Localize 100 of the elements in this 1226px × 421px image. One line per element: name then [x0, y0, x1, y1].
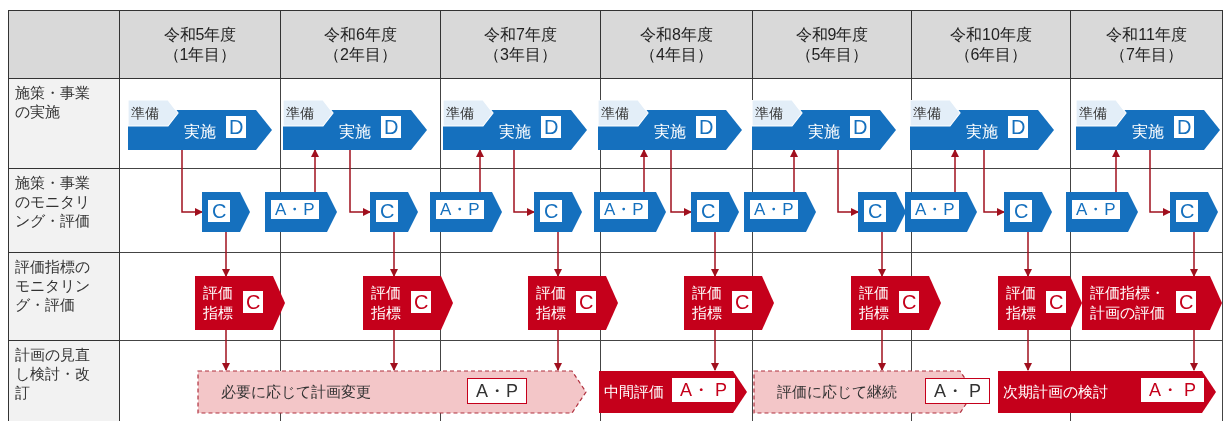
arrow [711, 329, 719, 371]
check-step [1170, 192, 1218, 232]
arrow [1149, 149, 1171, 216]
check-step [534, 192, 582, 232]
arrow [390, 231, 398, 277]
indicator-step [851, 276, 941, 330]
letter-badge: C [732, 291, 753, 313]
step-label: 中間評価 [604, 384, 664, 399]
column-header: 令和8年度（4年目） [600, 10, 753, 79]
implementation-step [443, 100, 587, 150]
implementation-step [598, 100, 742, 150]
arrow [640, 149, 648, 193]
letter-badge: C [376, 200, 399, 222]
letter-badge: D [1174, 116, 1195, 138]
arrow [554, 329, 562, 371]
letter-badge: A・ P [1141, 378, 1204, 402]
column-header: 令和7年度（3年目） [440, 10, 601, 79]
step-label: 実施 [339, 124, 371, 140]
step-label: 評価指標・計画の評価 [1090, 283, 1166, 323]
arrow [878, 231, 886, 277]
arrow [222, 329, 230, 371]
arrow [390, 329, 398, 371]
implementation-step [752, 100, 896, 150]
step-label: 次期計画の検討 [1003, 384, 1108, 399]
step-label: 実施 [184, 124, 216, 140]
indicator-step [528, 276, 618, 330]
arrow [181, 149, 203, 216]
implementation-step [910, 100, 1054, 150]
arrow [951, 149, 959, 193]
step-label: 実施 [499, 124, 531, 140]
step-label: 実施 [654, 124, 686, 140]
step-label: 準備 [131, 106, 159, 120]
step-label: 準備 [913, 106, 941, 120]
arrow [1190, 329, 1198, 371]
dashed-plan-step [197, 370, 587, 414]
letter-badge: A・P [436, 200, 484, 219]
arrow [554, 231, 562, 277]
arrow [1024, 329, 1032, 371]
arrow [878, 329, 886, 371]
column-header: 令和10年度（6年目） [911, 10, 1071, 79]
letter-badge: C [208, 200, 231, 222]
column-header: 令和5年度（1年目） [119, 10, 281, 79]
arrow [670, 149, 692, 216]
arrow [222, 231, 230, 277]
letter-badge: D [850, 116, 871, 138]
dashed-plan-step [753, 370, 990, 414]
letter-badge: D [696, 116, 717, 138]
implementation-step [1076, 100, 1220, 150]
letter-badge: A・ P [672, 378, 735, 402]
step-label: 評価指標 [203, 283, 234, 323]
arrow [1024, 231, 1032, 277]
action-plan-step [1066, 192, 1138, 232]
action-plan-step [594, 192, 666, 232]
letter-badge: A・ P [925, 378, 990, 404]
column-header: 令和6年度（2年目） [280, 10, 441, 79]
letter-badge: A・P [600, 200, 648, 219]
letter-badge: D [1008, 116, 1029, 138]
row-header: 施策・事業のモニタリング・評価 [8, 168, 120, 253]
arrow [476, 149, 484, 193]
row-header: 評価指標のモニタリング・評価 [8, 252, 120, 341]
action-plan-step [744, 192, 816, 232]
arrow [711, 231, 719, 277]
letter-badge: C [1046, 291, 1067, 313]
letter-badge: A・P [750, 200, 798, 219]
letter-badge: A・P [467, 378, 527, 404]
letter-badge: D [381, 116, 402, 138]
step-label: 準備 [446, 106, 474, 120]
letter-badge: C [1176, 200, 1199, 222]
indicator-step [1082, 276, 1222, 330]
step-label: 評価指標 [692, 283, 723, 323]
letter-badge: D [541, 116, 562, 138]
arrow [790, 149, 798, 193]
arrow [1190, 231, 1198, 277]
check-step [858, 192, 906, 232]
indicator-step [363, 276, 453, 330]
indicator-step [195, 276, 285, 330]
row-header: 施策・事業の実施 [8, 78, 120, 169]
letter-badge: C [1010, 200, 1033, 222]
letter-badge: C [576, 291, 597, 313]
letter-badge: A・P [1072, 200, 1120, 219]
implementation-step [128, 100, 272, 150]
arrow [513, 149, 535, 216]
arrow [837, 149, 859, 216]
step-label: 準備 [601, 106, 629, 120]
plan-step [997, 370, 1217, 414]
letter-badge: C [697, 200, 720, 222]
step-label: 準備 [755, 106, 783, 120]
letter-badge: C [411, 291, 432, 313]
letter-badge: A・P [271, 200, 319, 219]
step-label: 必要に応じて計画変更 [221, 384, 371, 399]
action-plan-step [430, 192, 502, 232]
indicator-step [684, 276, 774, 330]
check-step [370, 192, 418, 232]
step-label: 実施 [1132, 124, 1164, 140]
implementation-step [283, 100, 427, 150]
plan-step [598, 370, 748, 414]
arrow [311, 149, 319, 193]
letter-badge: C [1176, 291, 1197, 313]
step-label: 評価指標 [371, 283, 402, 323]
indicator-step [998, 276, 1082, 330]
